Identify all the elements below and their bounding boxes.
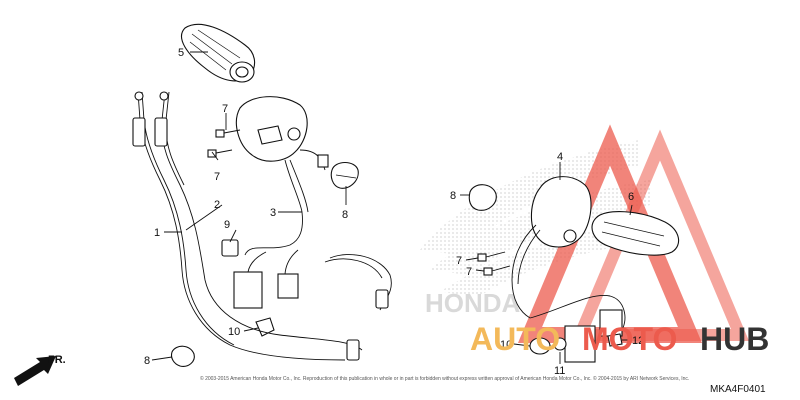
harness-wire-left [244, 159, 303, 256]
callout-3: 3 [270, 207, 276, 219]
callout-12: 12 [632, 335, 644, 347]
callout-10-right: 10 [500, 339, 512, 351]
callout-7-right-lower: 7 [466, 266, 472, 278]
callout-4: 4 [557, 151, 563, 163]
callout-2: 2 [214, 199, 220, 211]
diagram-code: MKA4F0401 [710, 384, 766, 395]
front-direction-label: FR. [48, 354, 66, 366]
honda-logo-text: HONDA [425, 288, 521, 318]
clip-right-part-11 [553, 337, 567, 351]
throttle-cables [132, 91, 392, 361]
callout-9: 8 [144, 355, 150, 367]
watermark-moto: MOTO [582, 321, 677, 357]
watermark-text: AUTO MOTO HUB [470, 321, 769, 357]
callout-5: 5 [178, 47, 184, 59]
callout-10-left: 9 [224, 219, 230, 231]
callout-7-right-upper: 7 [456, 255, 462, 267]
screw-left-lower [207, 149, 233, 158]
callout-numbers: 5 7 7 3 8 2 1 9 10 8 4 8 6 7 7 10 11 12 [144, 47, 644, 377]
screw-right-lower [483, 265, 511, 276]
watermark-auto: AUTO [470, 321, 560, 357]
watermark-hub: HUB [700, 321, 769, 357]
connector-left-part-10 [221, 239, 239, 257]
right-grip-part-6 [591, 211, 680, 256]
connector-block-left [233, 249, 299, 309]
screw-right-upper [477, 251, 506, 262]
clip-right-part-12 [607, 333, 623, 347]
copyright-notice: © 2003-2015 American Honda Motor Co., In… [200, 375, 689, 382]
callout-7-left-upper: 7 [222, 103, 228, 115]
callout-11-left: 10 [228, 326, 240, 338]
callout-1: 1 [154, 227, 160, 239]
callout-7-left-lower: 7 [214, 171, 220, 183]
band-clamp-right [468, 184, 497, 211]
left-grip-part-5 [180, 23, 256, 83]
left-switch-housing [235, 96, 308, 162]
callout-8-right: 8 [450, 190, 456, 202]
harness-wire-right [511, 224, 537, 319]
right-switch-housing [530, 176, 592, 248]
leader-lines [151, 51, 633, 364]
callout-11-right: 11 [554, 365, 565, 377]
band-clamp-left [330, 161, 359, 189]
callout-8-left: 8 [342, 209, 348, 221]
screw-left-upper [215, 129, 241, 138]
cable-clamp-part-9 [170, 345, 195, 367]
callout-6: 6 [628, 191, 634, 203]
front-direction-arrow: FR. [14, 354, 66, 386]
